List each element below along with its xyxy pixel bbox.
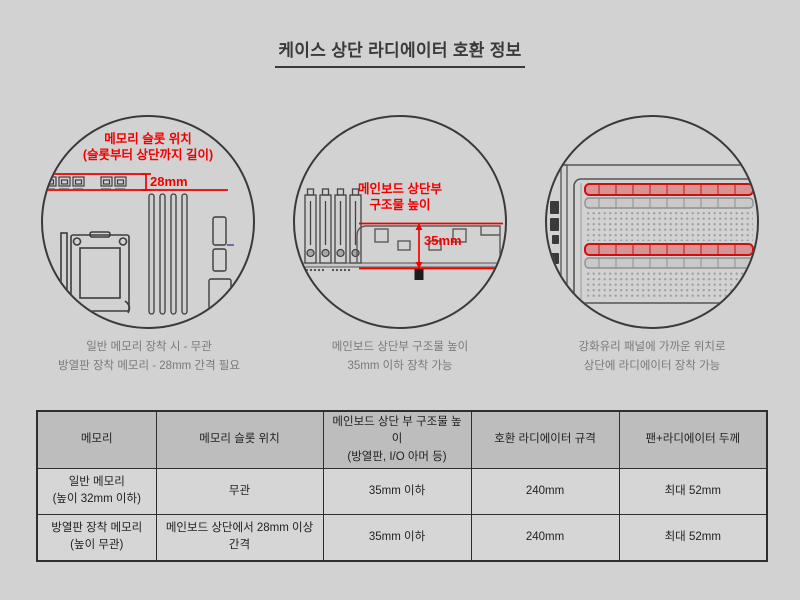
header-memory: 메모리 [36,410,157,469]
motherboard-side-diagram [296,188,504,280]
table-row: 방열판 장착 메모리 (높이 무관) 메인보드 상단에서 28mm 이상 간격 … [36,513,768,562]
cell-structure-height: 35mm 이하 [322,513,472,562]
slot-row-gray-1 [584,197,754,209]
figure2-label: 메인보드 상단부 구조물 높이 [358,182,442,213]
dimension-35mm-lines [359,222,503,270]
cell-thickness: 최대 52mm [618,467,768,515]
memory-slots [148,193,188,315]
radiator-slot-row-red-1 [584,183,754,196]
figure2-caption: 메인보드 상단부 구조물 높이 35mm 이하 장착 가능 [331,341,469,372]
figure1-label: 메모리 슬롯 위치 (슬롯부터 상단까지 길이) [82,132,214,163]
cpu-socket [60,231,131,314]
figure1-dimension-28mm: 28mm [150,174,188,189]
cell-radiator-size: 240mm [470,513,620,562]
figure3-caption: 강화유리 패널에 가까운 위치로 상단에 라디에이터 장착 가능 [578,341,726,372]
radiator-slot-row-red-2 [584,243,754,256]
figure2-dimension-35mm: 35mm [424,233,462,248]
io-armor-profile [356,225,501,263]
motherboard-top-diagram [43,173,234,316]
case-top-panel-diagram [550,164,757,308]
figure-top-structure-height: 메인보드 상단부 구조물 높이 35mm [293,115,507,329]
page-title: 케이스 상단 라디에이터 호환 정보 [275,36,525,68]
figure1-caption: 일반 메모리 장착 시 - 무관 방열판 장착 메모리 - 28mm 간격 필요 [58,341,240,372]
cell-structure-height: 35mm 이하 [322,467,472,515]
rear-strip [560,164,568,308]
cell-slot-position: 무관 [155,467,324,515]
bottom-block [414,269,424,280]
cell-slot-position: 메인보드 상단에서 28mm 이상 간격 [155,513,324,562]
title-wrap: 케이스 상단 라디에이터 호환 정보 [0,36,800,68]
header-memory-slot-position: 메모리 슬롯 위치 [155,410,324,469]
table-row: 일반 메모리 (높이 32mm 이하) 무관 35mm 이하 240mm 최대 … [36,467,768,515]
solder-dots [305,268,351,272]
mesh-dots-upper [585,211,753,241]
pcb-board [296,262,504,268]
fan-header-icons [44,176,127,187]
slot-row-gray-2 [584,257,754,269]
compatibility-table: 메모리 메모리 슬롯 위치 메인보드 상단 부 구조물 높이 (방열판, I/O… [36,410,768,562]
cell-thickness: 최대 52mm [618,513,768,562]
dimension-28mm-lines [43,173,228,191]
cell-memory-type: 방열판 장착 메모리 (높이 무관) [36,513,157,562]
header-radiator-size: 호환 라디에이터 규격 [470,410,620,469]
table-header-row: 메모리 메모리 슬롯 위치 메인보드 상단 부 구조물 높이 (방열판, I/O… [36,410,768,469]
board-components [208,216,232,316]
top-panel [573,178,757,304]
arrow-up [415,223,423,230]
figure-memory-slot-position: 메모리 슬롯 위치 (슬롯부터 상단까지 길이) 28mm [41,115,255,329]
cell-memory-type: 일반 메모리 (높이 32mm 이하) [36,467,157,515]
rear-brackets [550,201,559,264]
cell-radiator-size: 240mm [470,467,620,515]
arrow-down [415,262,423,269]
header-fan-radiator-thickness: 팬+라디에이터 두께 [618,410,768,469]
mesh-dots-lower [585,271,753,299]
header-structure-height: 메인보드 상단 부 구조물 높이 (방열판, I/O 아머 등) [322,410,472,469]
figure-radiator-mount-position [545,115,759,329]
